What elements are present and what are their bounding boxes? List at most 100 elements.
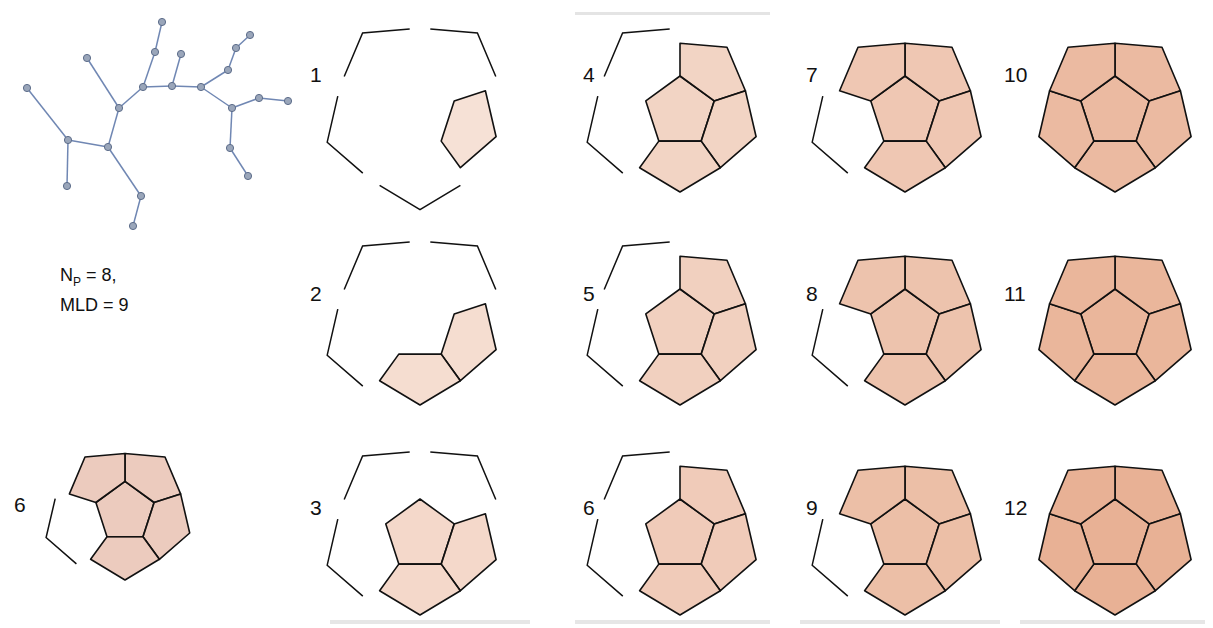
- open-flap-edge: [327, 96, 363, 173]
- tree-vertex: [284, 97, 291, 104]
- dodecahedron-face: [680, 466, 745, 524]
- open-flap-edge: [587, 96, 623, 173]
- tree-vertex: [232, 44, 239, 51]
- callout-number: 1: [310, 64, 322, 85]
- dodecahedron-face: [905, 466, 970, 524]
- open-flap-edge: [587, 309, 623, 386]
- tree-edge: [27, 88, 68, 140]
- callout-number: 6: [14, 494, 26, 515]
- dodecahedron-face: [1050, 43, 1115, 101]
- dodecahedron-face: [1039, 304, 1094, 381]
- dodecahedron-face: [680, 43, 745, 101]
- tree-vertex: [228, 104, 235, 111]
- tree-edge: [201, 87, 232, 108]
- dodecahedron-face: [640, 141, 721, 192]
- tree-vertex: [197, 83, 204, 90]
- dodecahedron-face: [380, 564, 461, 615]
- open-flap-edge: [344, 452, 410, 500]
- dodecahedron-face: [865, 141, 946, 192]
- dodecahedron-face: [840, 466, 905, 524]
- tree-edge: [108, 147, 141, 196]
- parameter-text: P: [73, 275, 81, 289]
- dodecahedron-face: [680, 256, 745, 314]
- tree-edge: [67, 140, 68, 186]
- tree-edge: [68, 140, 108, 147]
- dodecahedron-face: [1115, 43, 1180, 101]
- open-flap-edge: [327, 309, 363, 386]
- callout-number: 3: [310, 497, 322, 518]
- dodecahedron-face: [640, 354, 721, 405]
- dodecahedron-face: [1115, 466, 1180, 524]
- tree-vertex: [115, 104, 122, 111]
- tree-vertex: [226, 144, 233, 151]
- callout-number: 7: [806, 64, 818, 85]
- tree-edge: [133, 196, 141, 226]
- dodecahedron-face: [840, 43, 905, 101]
- callout-number: 12: [1004, 497, 1027, 518]
- dodecahedron-face: [1115, 256, 1180, 314]
- dodecahedron-face: [840, 256, 905, 314]
- tree-edge: [259, 98, 288, 101]
- dodecahedron-face: [905, 43, 970, 101]
- dodecahedron-face: [1039, 514, 1094, 591]
- open-flap-edge: [430, 452, 496, 500]
- dodecahedron-face: [865, 564, 946, 615]
- tree-edge: [230, 148, 248, 176]
- tree-vertex: [168, 82, 175, 89]
- tree-vertex: [158, 18, 165, 25]
- open-flap-edge: [430, 242, 496, 290]
- dodecahedron-face: [1050, 256, 1115, 314]
- dodecahedron-face: [69, 454, 125, 503]
- tree-vertex: [104, 143, 111, 150]
- tree-vertex: [224, 66, 231, 73]
- tree-edge: [230, 108, 232, 148]
- tree-vertex: [63, 182, 70, 189]
- callout-number: 2: [310, 283, 322, 304]
- open-flap-edge: [587, 519, 623, 596]
- callout-number: 4: [583, 64, 595, 85]
- tree-edge: [155, 22, 162, 52]
- callout-number: 8: [806, 283, 818, 304]
- rule-bar: [575, 620, 770, 624]
- tree-edge: [119, 87, 143, 108]
- open-flap-edge: [46, 499, 76, 564]
- open-flap-edge: [812, 96, 848, 173]
- tree-vertex: [129, 222, 136, 229]
- callout-number: 5: [583, 283, 595, 304]
- tree-vertex: [255, 94, 262, 101]
- tree-edge: [232, 98, 259, 108]
- tree-edge: [143, 52, 155, 87]
- dodecahedron-face: [865, 354, 946, 405]
- tree-vertex: [151, 48, 158, 55]
- tree-edge: [87, 58, 119, 108]
- open-flap-edge: [812, 519, 848, 596]
- dodecahedron-face: [380, 354, 461, 405]
- tree-vertex: [83, 54, 90, 61]
- open-flap-edge: [604, 242, 670, 290]
- parameter-text: N: [60, 265, 73, 285]
- tree-vertex: [244, 172, 251, 179]
- tree-vertex: [139, 83, 146, 90]
- dodecahedron-face: [441, 91, 496, 168]
- tree-edge: [201, 70, 228, 87]
- callout-number: 9: [806, 497, 818, 518]
- open-flap-edge: [430, 29, 496, 77]
- rule-bar: [575, 12, 770, 15]
- parameter-text: MLD = 9: [60, 296, 129, 314]
- tree-edge: [172, 54, 181, 86]
- tree-edge: [172, 86, 201, 87]
- tree-vertex: [64, 136, 71, 143]
- callout-number: 10: [1004, 64, 1027, 85]
- open-flap-edge: [380, 185, 461, 209]
- tree-edge: [108, 108, 119, 147]
- open-flap-edge: [344, 242, 410, 290]
- tree-vertex: [177, 50, 184, 57]
- callout-number: 11: [1004, 283, 1026, 304]
- dodecahedron-face: [125, 454, 181, 503]
- dodecahedron-face: [1050, 466, 1115, 524]
- dodecahedron-face: [640, 564, 721, 615]
- tree-vertex: [246, 31, 253, 38]
- rule-bar: [800, 620, 1000, 624]
- dodecahedron-face: [905, 256, 970, 314]
